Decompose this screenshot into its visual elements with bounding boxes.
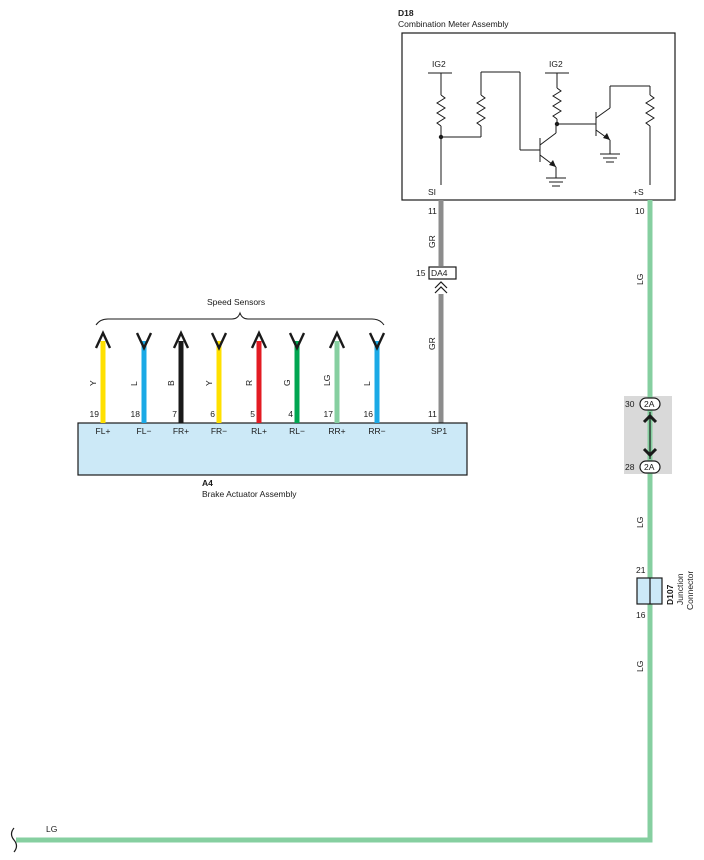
arrow-icon [172,330,190,349]
sensor-pin-number: 4 [288,409,293,419]
arrow-icon [328,330,346,349]
connector-2a-bottom [639,460,661,474]
brake-actuator-box [77,422,468,476]
connector-2a-pin-top: 30 [625,399,635,409]
sensor-terminal-label: RR− [368,426,385,436]
actuator-code: A4 [202,478,213,488]
connector-2a-symbol [642,412,658,459]
speed-sensors-label: Speed Sensors [207,297,265,307]
actuator-sp1-label: SP1 [431,426,447,436]
actuator-name: Brake Actuator Assembly [202,489,297,499]
arrow-icon [135,332,153,351]
speed-sensor-wires: Y19FL+L18FL−B7FR+Y6FR−R5RL+G4RL−LG17RR+L… [88,330,386,436]
wire-color-label: L [129,381,139,386]
sensor-terminal-label: FL+ [96,426,111,436]
meter-code: D18 [398,8,414,18]
sensor-pin-number: 19 [90,409,100,419]
junction-pin-bottom: 16 [636,610,646,620]
meter-name: Combination Meter Assembly [398,19,509,29]
sensor-pin-number: 7 [172,409,177,419]
lg-wire-label-3: LG [635,661,645,672]
sensor-pin-number: 17 [324,409,334,419]
arrow-icon [368,332,386,351]
sensor-terminal-label: RL− [289,426,305,436]
junction-pin-top: 21 [636,565,646,575]
connector-2a-pin-bottom: 28 [625,462,635,472]
arrow-icon [288,332,306,351]
arrow-icon [250,330,268,349]
da4-connector [428,266,457,280]
sensor-terminal-label: FR− [211,426,227,436]
sensor-pin-number: 6 [210,409,215,419]
junction-label-line1: Junction [675,573,685,605]
wire-color-label: B [166,380,176,386]
meter-s-pin: 10 [635,206,645,216]
da4-connector-label: DA4 [431,268,448,278]
ig2-left-label: IG2 [432,59,446,69]
sensor-pin-number: 5 [250,409,255,419]
wire-color-label: R [244,380,254,386]
speed-sensors-bracket [95,311,385,326]
wire-color-label: L [362,381,372,386]
speed-sensor-wire-4: Y 6FR− [204,332,228,436]
sensor-terminal-label: FR+ [173,426,189,436]
lg-wire-label-1: LG [635,274,645,285]
gr-wire-label-top: GR [427,235,437,248]
combination-meter-box [401,32,676,201]
wire-color-label: LG [322,375,332,386]
sensor-terminal-label: RR+ [328,426,345,436]
wire-color-label: Y [88,380,98,386]
da4-connector-pin: 15 [416,268,426,278]
lg-wire-label-2: LG [635,517,645,528]
ig2-right-label: IG2 [549,59,563,69]
speed-sensor-wire-6: G 4RL− [282,332,306,436]
si-terminal-label: SI [428,187,436,197]
connector-2a-top-label: 2A [644,399,655,409]
arrow-icon [210,332,228,351]
lg-wire-label-bottom: LG [46,824,57,834]
actuator-sp1-pin: 11 [428,409,437,419]
arrow-icon [94,330,112,349]
da4-connector-symbol [434,281,448,294]
connector-2a-top [639,397,661,411]
meter-si-pin: 11 [428,206,437,216]
gr-wire-label-bottom: GR [427,337,437,350]
sensor-pin-number: 16 [364,409,374,419]
meter-internal-circuit [428,71,655,187]
lg-wire [16,200,653,843]
junction-label-line2: Connector [685,571,695,610]
speed-sensor-wire-3: B 7FR+ [166,330,190,436]
sensor-terminal-label: RL+ [251,426,267,436]
junction-code: D107 [665,584,675,605]
s-terminal-label: +S [633,187,644,197]
wire-break-symbol [10,827,18,853]
speed-sensor-wire-5: R 5RL+ [244,330,268,436]
wire-color-label: Y [204,380,214,386]
connector-2a-bottom-label: 2A [644,462,655,472]
wire-color-label: G [282,379,292,386]
sensor-pin-number: 18 [131,409,141,419]
sensor-terminal-label: FL− [137,426,152,436]
